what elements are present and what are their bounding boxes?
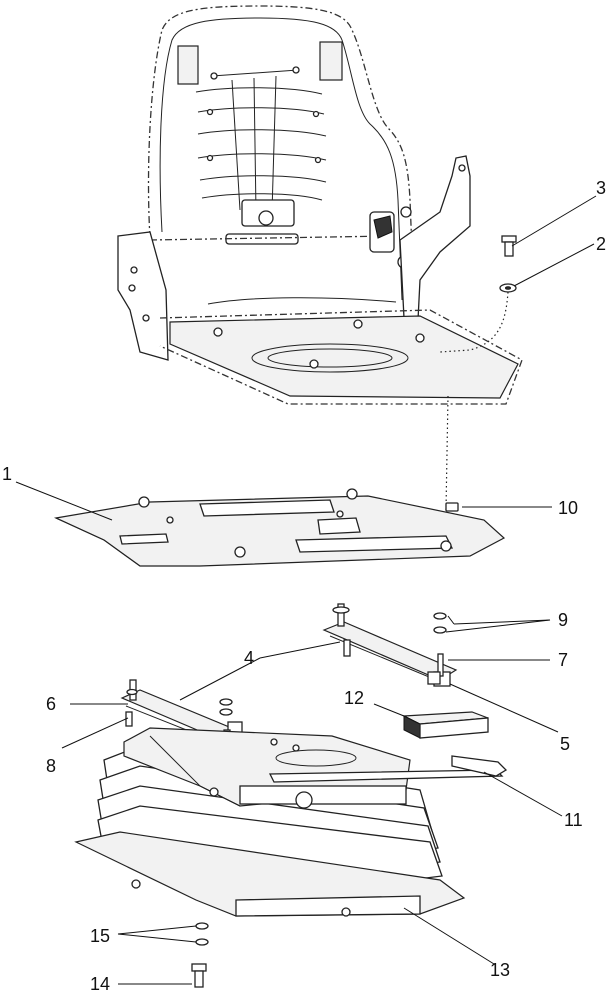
slide-rail-right-part-4 [322,603,458,687]
head-pad-right [319,41,343,81]
side-plate-left [117,231,169,361]
callout-5: 5 [560,734,570,754]
callout-12: 12 [344,688,364,708]
assembly-path-10 [445,395,449,511]
callout-4: 4 [244,648,254,668]
handle-part-11 [268,755,508,783]
washers-part-9 [433,612,447,634]
callout-11: 11 [564,810,583,830]
callout-3: 3 [596,178,606,198]
leader-lines [15,195,597,985]
adjustment-knob [295,791,313,809]
callout-1: 1 [2,464,12,484]
seat-pan [169,315,519,399]
callout-2: 2 [596,234,606,254]
callout-7: 7 [558,650,568,670]
washers-part-15 [195,922,209,946]
bolt-part-3 [501,235,517,257]
callout-8: 8 [46,756,56,776]
callout-13: 13 [490,960,510,980]
callout-labels: 1 2 3 4 5 6 7 8 9 10 11 12 13 14 15 [2,178,606,994]
callout-10: 10 [558,498,578,518]
cover-part-12 [401,711,489,739]
nut-part-10 [445,502,459,512]
assembly-path-2 [439,291,509,353]
bolt-part-14 [191,963,207,988]
bracket-part-5 [427,671,441,685]
right-bracket [399,155,471,321]
mounting-plate-part-1 [53,488,506,567]
seat-frame [117,5,523,405]
washer-part-2 [499,283,517,293]
callout-15: 15 [90,926,110,946]
callout-6: 6 [46,694,56,714]
back-springs [195,75,327,213]
callout-14: 14 [90,974,110,994]
suspension-base-part-13 [74,727,466,917]
head-pad-left [177,45,199,85]
callout-9: 9 [558,610,568,630]
